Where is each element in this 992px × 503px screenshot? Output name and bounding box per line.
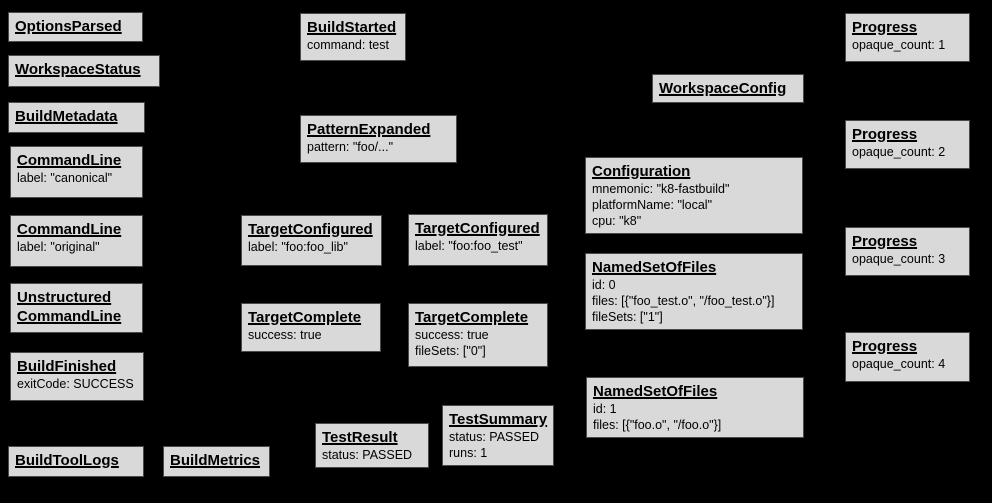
event-title: Progress xyxy=(852,338,918,355)
event-title: BuildStarted xyxy=(307,19,397,36)
event-title: Configuration xyxy=(592,163,691,180)
event-field: platformName: "local" xyxy=(592,198,713,212)
event-box-workspace-config: WorkspaceConfig xyxy=(652,74,804,103)
event-box-build-tool-logs: BuildToolLogs xyxy=(8,446,144,477)
event-box-unstructured-command-line: Unstructured CommandLine xyxy=(10,283,143,333)
event-title: BuildMetrics xyxy=(170,452,261,469)
event-title: TargetComplete xyxy=(415,309,529,326)
event-box-build-started: BuildStarted command: test xyxy=(300,13,406,61)
event-field: pattern: "foo/..." xyxy=(307,140,394,154)
event-field: runs: 1 xyxy=(449,446,488,460)
event-box-configuration: Configuration mnemonic: "k8-fastbuild" p… xyxy=(585,157,803,234)
event-field: id: 0 xyxy=(592,278,616,292)
event-box-command-line-canonical: CommandLine label: "canonical" xyxy=(10,146,143,198)
event-field: status: PASSED xyxy=(449,430,540,444)
event-box-pattern-expanded: PatternExpanded pattern: "foo/..." xyxy=(300,115,457,163)
event-field: opaque_count: 4 xyxy=(852,357,946,371)
event-title: TestResult xyxy=(322,429,398,446)
event-field: mnemonic: "k8-fastbuild" xyxy=(592,182,730,196)
event-box-target-complete-foo-lib: TargetComplete success: true xyxy=(241,303,381,352)
event-field: opaque_count: 3 xyxy=(852,252,946,266)
event-field: opaque_count: 1 xyxy=(852,38,946,52)
event-box-test-result: TestResult status: PASSED xyxy=(315,423,429,468)
event-box-workspace-status: WorkspaceStatus xyxy=(8,55,160,87)
event-box-progress-4: Progress opaque_count: 4 xyxy=(845,332,970,382)
event-title: CommandLine xyxy=(17,221,122,238)
event-title: NamedSetOfFiles xyxy=(593,383,718,400)
event-field: opaque_count: 2 xyxy=(852,145,946,159)
event-box-options-parsed: OptionsParsed xyxy=(8,12,143,42)
event-title: Unstructured CommandLine xyxy=(17,289,122,325)
event-title: BuildMetadata xyxy=(15,108,118,125)
event-field: cpu: "k8" xyxy=(592,214,642,228)
event-field: success: true xyxy=(248,328,322,342)
event-title: TargetConfigured xyxy=(415,220,540,237)
event-field: exitCode: SUCCESS xyxy=(17,377,134,391)
event-title: CommandLine xyxy=(17,152,122,169)
event-title: TargetComplete xyxy=(248,309,362,326)
event-title: Progress xyxy=(852,19,918,36)
event-field: fileSets: ["1"] xyxy=(592,310,663,324)
event-field: status: PASSED xyxy=(322,448,413,462)
event-box-progress-1: Progress opaque_count: 1 xyxy=(845,13,970,62)
event-field: files: [{"foo.o", "/foo.o"}] xyxy=(593,418,722,432)
event-box-progress-3: Progress opaque_count: 3 xyxy=(845,227,970,276)
event-title: PatternExpanded xyxy=(307,121,431,138)
event-field: label: "canonical" xyxy=(17,171,113,185)
event-field: label: "foo:foo_lib" xyxy=(248,240,348,254)
event-title: BuildFinished xyxy=(17,358,117,375)
event-field: command: test xyxy=(307,38,389,52)
event-box-named-set-of-files-0: NamedSetOfFiles id: 0 files: [{"foo_test… xyxy=(585,253,803,330)
event-title: Progress xyxy=(852,233,918,250)
event-box-command-line-original: CommandLine label: "original" xyxy=(10,215,143,267)
event-box-target-configured-foo-lib: TargetConfigured label: "foo:foo_lib" xyxy=(241,215,382,266)
event-box-build-metadata: BuildMetadata xyxy=(8,102,145,133)
event-field: label: "foo:foo_test" xyxy=(415,239,523,253)
event-field: success: true xyxy=(415,328,489,342)
event-box-target-complete-foo-test: TargetComplete success: true fileSets: [… xyxy=(408,303,548,367)
event-title: Progress xyxy=(852,126,918,143)
event-title: OptionsParsed xyxy=(15,18,122,35)
event-title: TestSummary xyxy=(449,411,548,428)
event-field: id: 1 xyxy=(593,402,617,416)
event-title: NamedSetOfFiles xyxy=(592,259,717,276)
event-title: BuildToolLogs xyxy=(15,452,119,469)
event-title: WorkspaceConfig xyxy=(659,80,787,97)
event-box-target-configured-foo-test: TargetConfigured label: "foo:foo_test" xyxy=(408,214,548,266)
event-field: files: [{"foo_test.o", "/foo_test.o"}] xyxy=(592,294,775,308)
event-box-named-set-of-files-1: NamedSetOfFiles id: 1 files: [{"foo.o", … xyxy=(586,377,804,438)
event-field: label: "original" xyxy=(17,240,100,254)
event-box-progress-2: Progress opaque_count: 2 xyxy=(845,120,970,169)
event-box-build-metrics: BuildMetrics xyxy=(163,446,270,477)
event-title: TargetConfigured xyxy=(248,221,373,238)
event-field: fileSets: ["0"] xyxy=(415,344,486,358)
event-box-test-summary: TestSummary status: PASSED runs: 1 xyxy=(442,405,554,466)
event-box-build-finished: BuildFinished exitCode: SUCCESS xyxy=(10,352,144,401)
event-title: WorkspaceStatus xyxy=(15,61,141,78)
